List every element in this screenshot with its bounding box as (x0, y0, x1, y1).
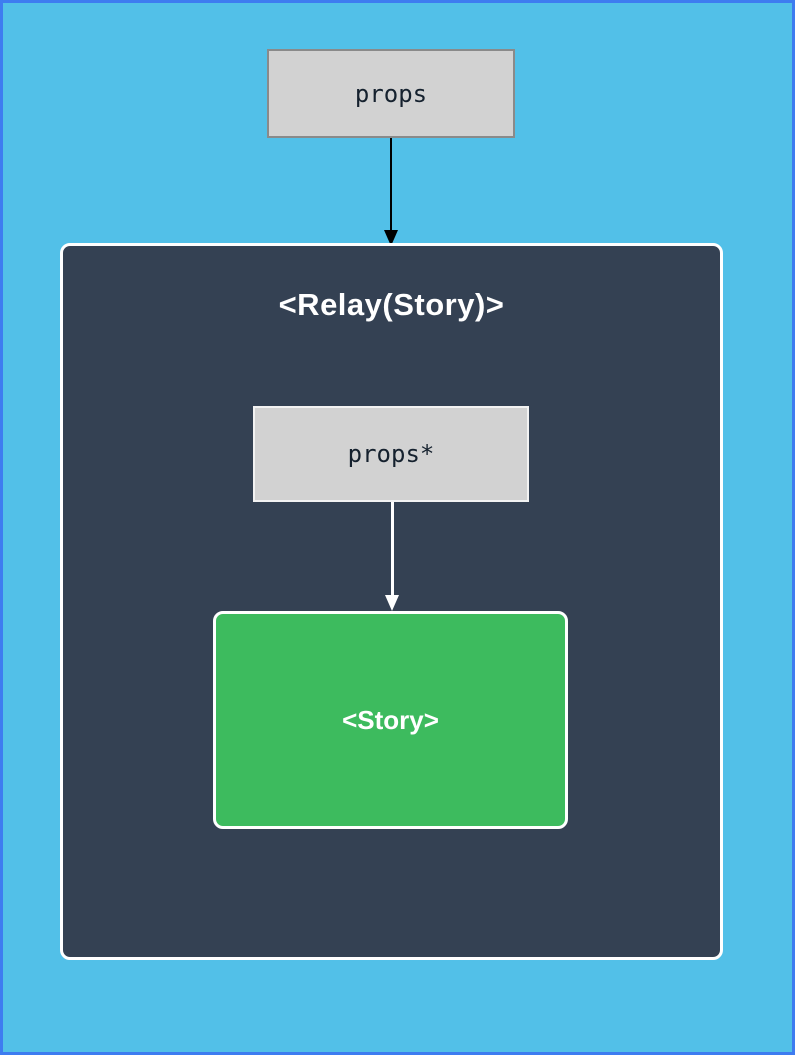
arrow-shaft (390, 502, 394, 595)
props-to-relay-arrow (383, 138, 399, 246)
relay-container-node: <Relay(Story)> props* <Story> (60, 243, 723, 960)
story-node: <Story> (213, 611, 568, 829)
relay-container-title: <Relay(Story)> (278, 287, 505, 322)
arrow-down-icon (384, 230, 398, 246)
props-star-to-story-arrow (384, 502, 400, 611)
arrow-down-icon (385, 595, 399, 611)
story-node-label: <Story> (342, 704, 439, 735)
props-star-node-label: props* (347, 440, 435, 468)
props-star-node: props* (253, 406, 529, 502)
props-node: props (267, 49, 515, 138)
arrow-shaft (390, 138, 392, 230)
props-node-label: props (354, 79, 428, 108)
